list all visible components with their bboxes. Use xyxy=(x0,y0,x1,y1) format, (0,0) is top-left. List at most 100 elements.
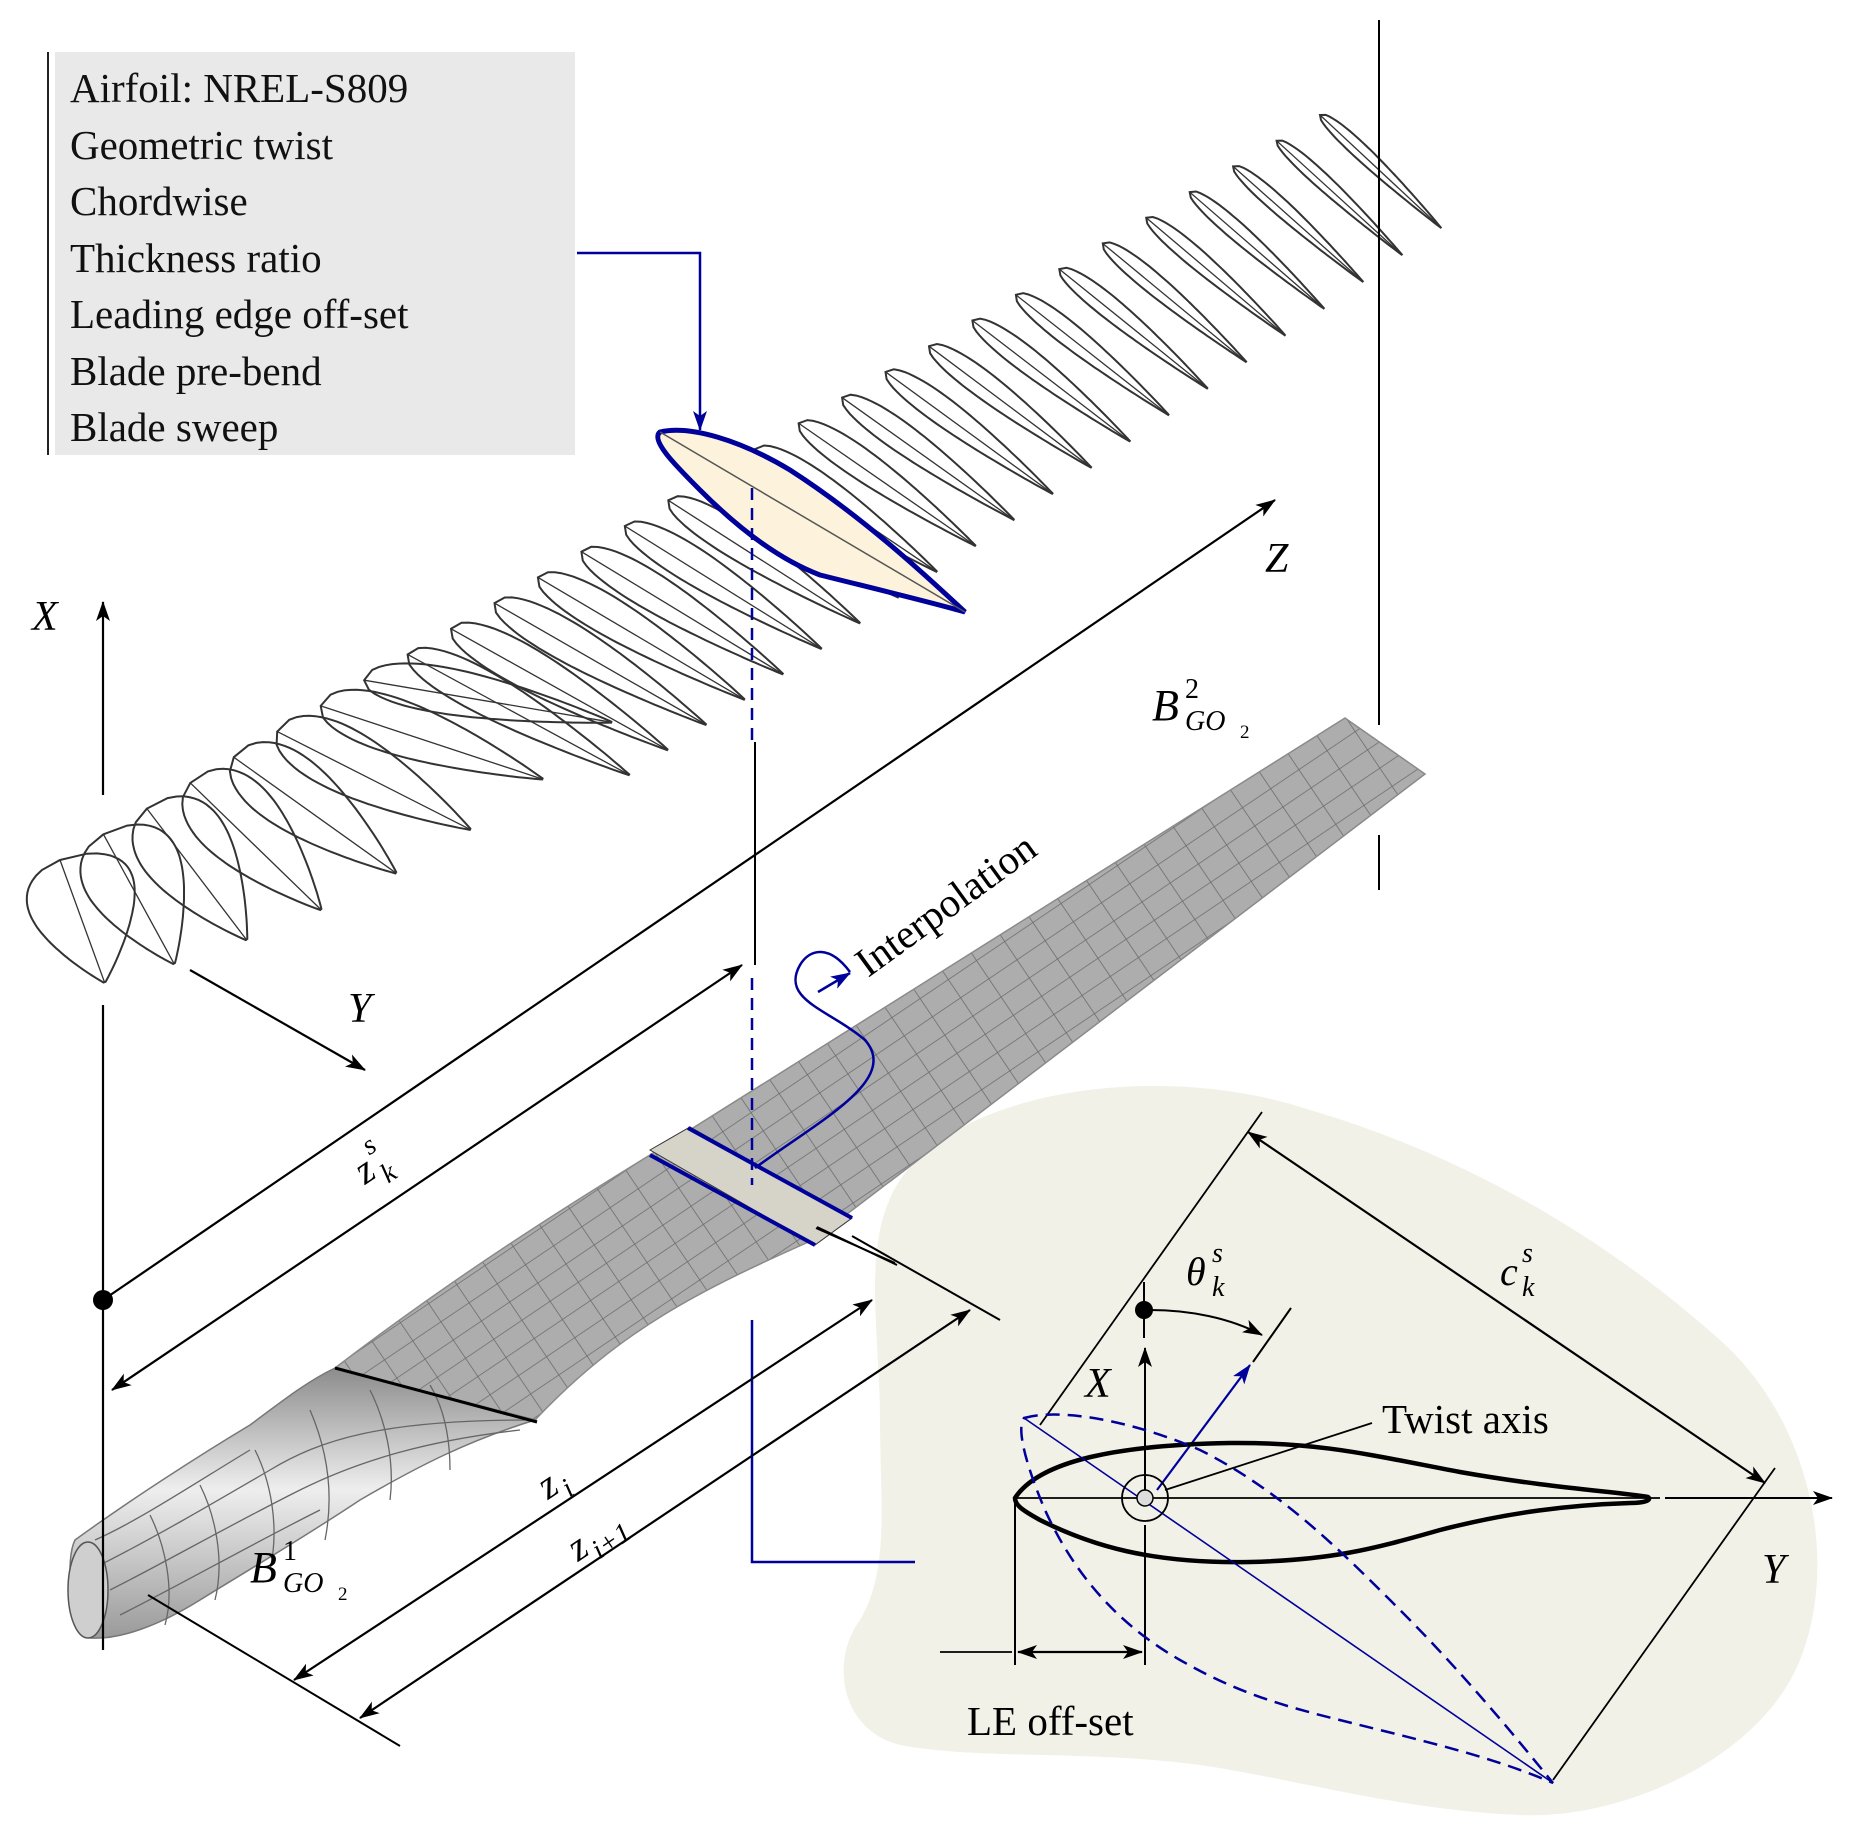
airfoil-section-chord xyxy=(1232,165,1364,282)
svg-text:GO: GO xyxy=(1185,706,1225,737)
x-axis-label: X xyxy=(30,594,60,640)
y-axis-label: Y xyxy=(348,986,376,1032)
svg-text:B: B xyxy=(250,1543,277,1592)
twist-axis-leader xyxy=(1164,1422,1373,1491)
airfoil-section xyxy=(131,795,249,942)
le-offset-label: LE off-set xyxy=(967,1698,1134,1744)
airfoil-section xyxy=(1275,139,1404,256)
airfoil-section xyxy=(1101,241,1248,364)
airfoil-section xyxy=(228,741,398,875)
twist-axis-outer xyxy=(1121,1474,1169,1522)
airfoil-section-chord xyxy=(407,653,630,776)
airfoil-section-chord xyxy=(1145,217,1286,336)
svg-text:θ: θ xyxy=(1186,1249,1206,1294)
chord-extension-le xyxy=(1039,1111,1263,1426)
parameter-list-box: Airfoil: NREL-S809 Geometric twist Chord… xyxy=(55,52,575,455)
svg-text:s: s xyxy=(1522,1238,1533,1269)
chord-extension-te xyxy=(1552,1467,1776,1781)
zi-label: z i xyxy=(527,1461,580,1508)
airfoil-section xyxy=(580,545,785,676)
airfoil-section xyxy=(840,393,1016,522)
root-extension-line xyxy=(147,1594,401,1747)
airfoil-section-chord xyxy=(581,551,783,675)
param-blade-sweep: Blade sweep xyxy=(70,404,279,450)
svg-text:2: 2 xyxy=(1240,722,1250,743)
zi1-dimension-line xyxy=(359,1309,971,1719)
airfoil-section xyxy=(1058,266,1209,390)
airfoil-section-chord xyxy=(1058,268,1208,389)
airfoil-section-chord xyxy=(885,371,1053,495)
svg-text:GO: GO xyxy=(283,1568,323,1599)
zi1-extension-line xyxy=(851,1235,1001,1321)
airfoil-section-chord xyxy=(189,782,322,910)
twisted-chord-line xyxy=(1023,1417,1554,1784)
param-blade-prebend: Blade pre-bend xyxy=(70,347,322,394)
zi-extension-right xyxy=(816,1226,898,1266)
airfoil-section-chord xyxy=(59,859,106,983)
airfoil-section-chord xyxy=(494,602,707,726)
interpolation-arrowhead xyxy=(817,971,851,994)
rotated-axis-tick xyxy=(1252,1307,1292,1363)
root-tube-opening xyxy=(67,1541,109,1639)
param-thickness-ratio: Thickness ratio xyxy=(70,234,322,281)
inset-x-label: X xyxy=(1083,1361,1113,1407)
svg-text:1: 1 xyxy=(283,1536,297,1567)
chord-dimension-line xyxy=(1247,1131,1766,1484)
airfoil-section xyxy=(797,419,977,548)
airfoil-section-chord xyxy=(450,628,668,751)
param-geometric-twist: Geometric twist xyxy=(70,121,334,168)
airfoil-inset: c s k Y X θ s k Twist axis xyxy=(940,1111,1833,1785)
airfoil-section-chord xyxy=(972,320,1130,442)
callout-connector xyxy=(577,251,707,431)
svg-text:2: 2 xyxy=(338,1584,348,1605)
airfoil-section xyxy=(449,621,669,752)
svg-text:k: k xyxy=(1522,1272,1535,1303)
zks-label: z s k xyxy=(344,1130,403,1193)
theta-label: θ s k xyxy=(1186,1238,1225,1303)
twist-axis-label: Twist axis xyxy=(1382,1396,1549,1442)
twist-angle-arc xyxy=(1149,1309,1263,1336)
twist-reference-dot xyxy=(1135,1301,1153,1319)
inset-airfoil xyxy=(1012,1440,1652,1565)
airfoil-section xyxy=(1145,215,1287,337)
airfoil-section xyxy=(927,342,1093,469)
airfoil-section-chord xyxy=(1276,140,1403,255)
airfoil-section-chord xyxy=(1015,294,1169,416)
airfoil-section xyxy=(1014,292,1170,417)
inset-y-label: Y xyxy=(1762,1547,1790,1593)
interpolation-arrow xyxy=(754,950,875,1170)
airfoil-section-chord xyxy=(1319,114,1442,228)
blade-tip-label: B 2 GO 2 xyxy=(1152,674,1250,743)
param-airfoil: Airfoil: NREL-S809 xyxy=(70,65,409,111)
airfoil-section-chord xyxy=(233,756,397,874)
airfoil-section-chord xyxy=(146,808,247,940)
zi1-label: z i+1 xyxy=(557,1517,637,1570)
airfoil-section-chord xyxy=(1189,191,1325,309)
z-axis-label: Z xyxy=(1265,536,1289,582)
airfoil-section-chord xyxy=(102,833,175,964)
zks-dimension-line xyxy=(111,964,743,1391)
param-leading-edge-offset: Leading edge off-set xyxy=(70,291,409,337)
airfoil-section xyxy=(1231,165,1365,283)
twist-axis-center xyxy=(1136,1489,1154,1507)
svg-text:B: B xyxy=(1152,681,1179,730)
airfoil-section-chord xyxy=(928,345,1092,468)
airfoil-section-chord xyxy=(798,422,976,547)
airfoil-section-chord xyxy=(320,705,543,780)
svg-text:c: c xyxy=(1500,1249,1518,1294)
chord-label: c s k xyxy=(1500,1238,1535,1303)
blade-root-label: B 1 GO 2 xyxy=(250,1536,348,1605)
y-axis-arrow xyxy=(189,969,366,1071)
info-box-rule xyxy=(47,52,49,455)
param-chordwise: Chordwise xyxy=(70,178,248,224)
airfoil-section-chord xyxy=(624,525,822,649)
airfoil-section-chord xyxy=(276,730,471,830)
rotated-x-axis xyxy=(1156,1364,1251,1491)
highlighted-chord-line xyxy=(659,431,966,613)
airfoil-section-chord xyxy=(1102,242,1247,363)
airfoil-section-stack xyxy=(25,113,1443,984)
airfoil-section xyxy=(275,714,472,832)
airfoil-section-chord xyxy=(537,576,745,700)
airfoil-section-chord xyxy=(841,397,1014,521)
